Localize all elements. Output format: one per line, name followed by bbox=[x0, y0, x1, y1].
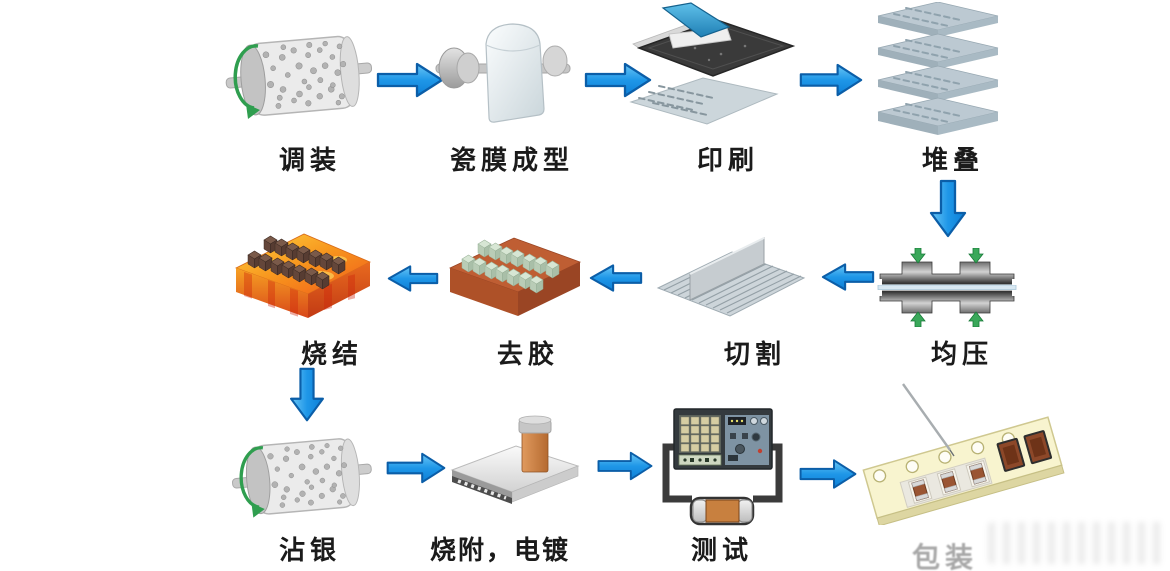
flow-arrow-left-1 bbox=[820, 260, 876, 294]
flow-arrow-right-3 bbox=[798, 60, 864, 100]
sintering-icon bbox=[228, 220, 376, 325]
step-label-shaofu-diandu: 烧附，电镀 bbox=[429, 536, 570, 565]
flow-arrow-right-4 bbox=[385, 450, 447, 486]
silver-dipping-icon bbox=[225, 425, 380, 530]
cutting-icon bbox=[652, 230, 810, 322]
carrier-tape-icon bbox=[853, 380, 1070, 525]
flow-arrow-right-1 bbox=[375, 60, 445, 100]
step-label-tiaozhuang: 调装 bbox=[278, 146, 341, 175]
watermark-smudge bbox=[988, 522, 1168, 564]
step-label-cimochengxing: 瓷膜成型 bbox=[449, 146, 574, 175]
ball-mill-icon bbox=[222, 22, 377, 132]
step-label-zhanyin: 沾银 bbox=[278, 536, 341, 565]
flow-arrow-left-2 bbox=[588, 261, 644, 295]
film-casting-icon bbox=[428, 12, 578, 130]
step-label-ceshi: 测试 bbox=[690, 536, 753, 565]
press-icon bbox=[876, 248, 1018, 327]
flow-arrow-left-3 bbox=[386, 262, 440, 295]
binder-burnout-icon bbox=[440, 222, 588, 322]
screen-printing-icon bbox=[625, 2, 800, 134]
step-label-qiege: 切割 bbox=[723, 340, 786, 369]
stack-icon bbox=[862, 2, 1014, 140]
step-label-junya: 均压 bbox=[930, 340, 993, 369]
tester-icon bbox=[650, 403, 795, 528]
step-label-baozhuang: 包装 bbox=[911, 543, 978, 571]
plating-oven-icon bbox=[448, 412, 583, 514]
step-label-shaojie: 烧结 bbox=[300, 340, 363, 369]
step-label-qujiao: 去胶 bbox=[496, 340, 559, 369]
flow-arrow-right-2 bbox=[583, 60, 653, 100]
flow-arrow-down-2 bbox=[286, 366, 328, 424]
step-label-duidie: 堆叠 bbox=[921, 146, 984, 175]
flow-arrow-down-1 bbox=[927, 178, 969, 240]
flow-arrow-right-5 bbox=[596, 448, 654, 484]
step-label-yinshua: 印刷 bbox=[696, 146, 759, 175]
flow-arrow-right-6 bbox=[798, 456, 858, 492]
